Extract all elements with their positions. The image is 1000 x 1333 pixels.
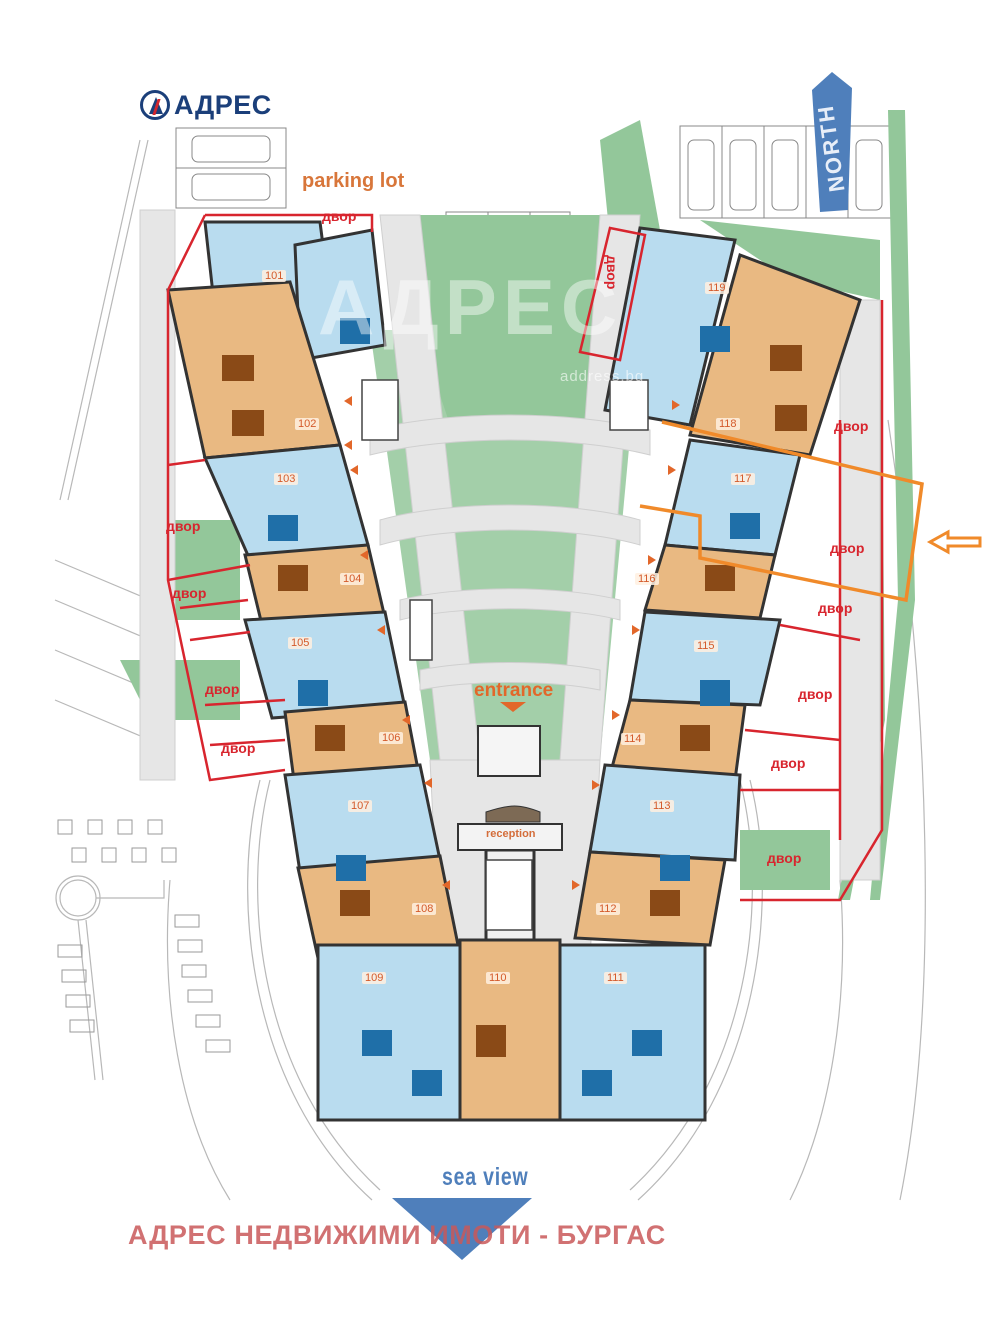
reception-label: reception [486,828,536,840]
yard-label-vertical: двор [604,255,620,290]
unit-number-107: 107 [348,800,373,812]
unit-number-105: 105 [288,637,313,649]
logo-text: АДРЕС [174,89,272,120]
door-arrows [344,396,680,890]
yard-label: двор [834,418,869,434]
yard-label: двор [221,740,256,756]
pointer-arrow-icon [926,529,982,555]
unit-number-108: 108 [412,903,437,915]
unit-number-104: 104 [340,573,365,585]
parking-left [175,127,287,209]
sea-view-arrow-icon [392,1198,532,1260]
yard-label: двор [798,686,833,702]
yard-label: двор [818,600,853,616]
unit-number-106: 106 [379,732,404,744]
watermark: АДРЕС [318,263,624,351]
unit-number-116: 116 [635,573,659,585]
entrance-arrow-icon [500,702,526,712]
yard-label: двор [767,850,802,866]
yard-borders [166,213,884,902]
unit-number-117: 117 [731,473,755,485]
yard-label: двор [771,755,806,771]
watermark-url: address.bg [560,368,645,385]
parking-lot-label: parking lot [302,170,405,192]
unit-number-102: 102 [295,418,320,430]
north-label: NORTH [812,102,850,194]
yard-label: двор [205,681,240,697]
highlight-outline [639,420,924,603]
unit-number-103: 103 [274,473,299,485]
beds-brown [222,345,807,1057]
entrance-label: entrance [474,680,554,701]
yard-label: двор [830,540,865,556]
north-arrow-icon [812,72,852,212]
logo-icon [140,90,170,120]
unit-number-114: 114 [621,733,645,745]
yard-label: двор [172,585,207,601]
unit-number-109: 109 [362,972,387,984]
unit-number-110: 110 [486,972,510,984]
unit-number-111: 111 [604,972,627,984]
beds [268,318,760,1096]
yard-label: двор [166,518,201,534]
footer-caption: АДРЕС НЕДВИЖИМИ ИМОТИ - БУРГАС [128,1220,666,1250]
stairs [361,379,649,931]
unit-number-112: 112 [596,903,620,915]
brand-logo: АДРЕС [138,86,278,124]
unit-number-113: 113 [650,800,674,812]
yard-label: двор [322,208,357,224]
unit-number-119: 119 [705,282,729,294]
sea-view-label: sea view [442,1163,529,1191]
sun-loungers [57,819,231,1053]
unit-number-101: 101 [262,270,287,282]
unit-number-115: 115 [694,640,718,652]
unit-number-118: 118 [716,418,740,430]
